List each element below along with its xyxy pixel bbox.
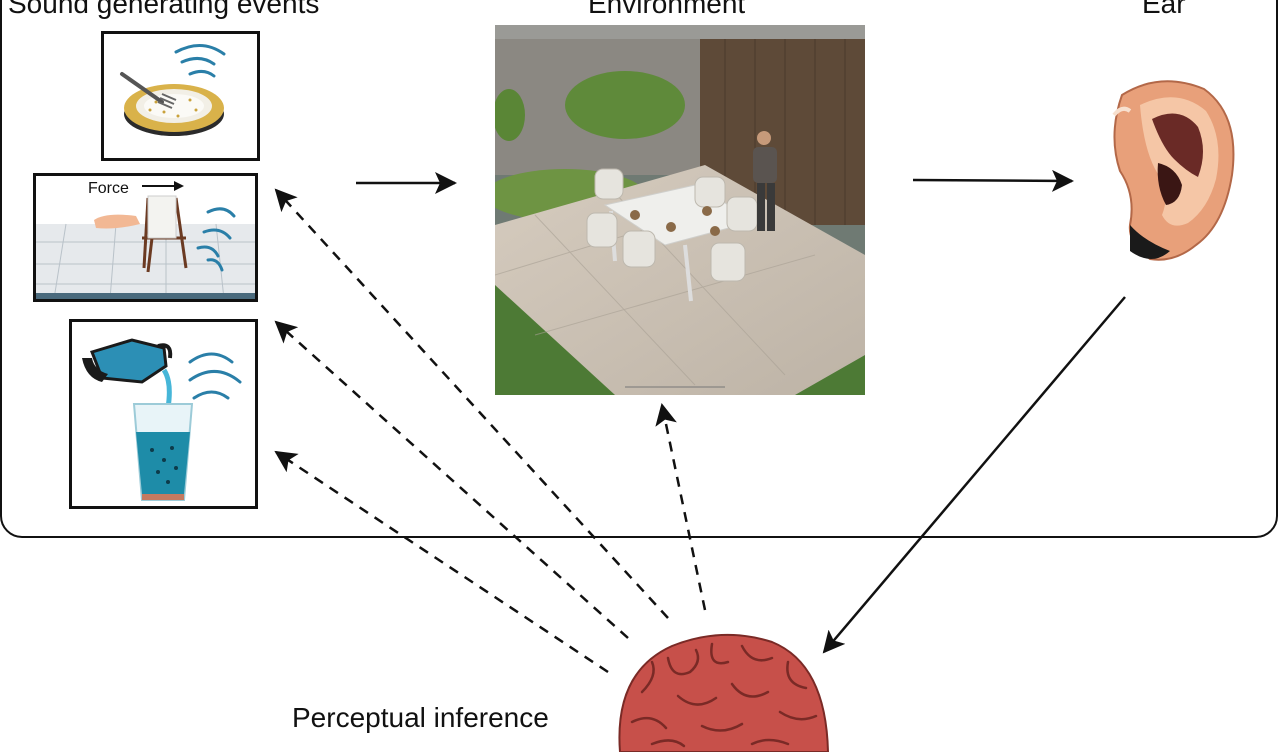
world-panel [0, 0, 1278, 538]
arrow-inference-to-glass [274, 450, 609, 674]
pitcher-glass-icon [82, 338, 242, 501]
plate-fork-icon [120, 44, 226, 136]
arrow-ear-to-brain [822, 296, 1126, 654]
heading-ear: Ear [1142, 0, 1186, 19]
heading-environment: Environment [588, 0, 746, 19]
event-plate-box [101, 31, 260, 161]
chair-push-icon [36, 181, 255, 299]
arrow-environment-to-ear [912, 169, 1074, 192]
patio-scene-image [495, 25, 865, 395]
arrow-inference-to-environment [655, 403, 707, 611]
arrows-overlay [274, 169, 1126, 674]
arrow-inference-to-chair [274, 188, 669, 619]
force-label: Force [88, 180, 129, 197]
ear-icon [1100, 75, 1240, 275]
event-chair-box: Force [33, 173, 258, 302]
arrow-inference-to-pitcher [274, 320, 629, 639]
heading-sound-events: Sound generating events [8, 0, 320, 19]
event-pitcher-box [69, 319, 258, 509]
